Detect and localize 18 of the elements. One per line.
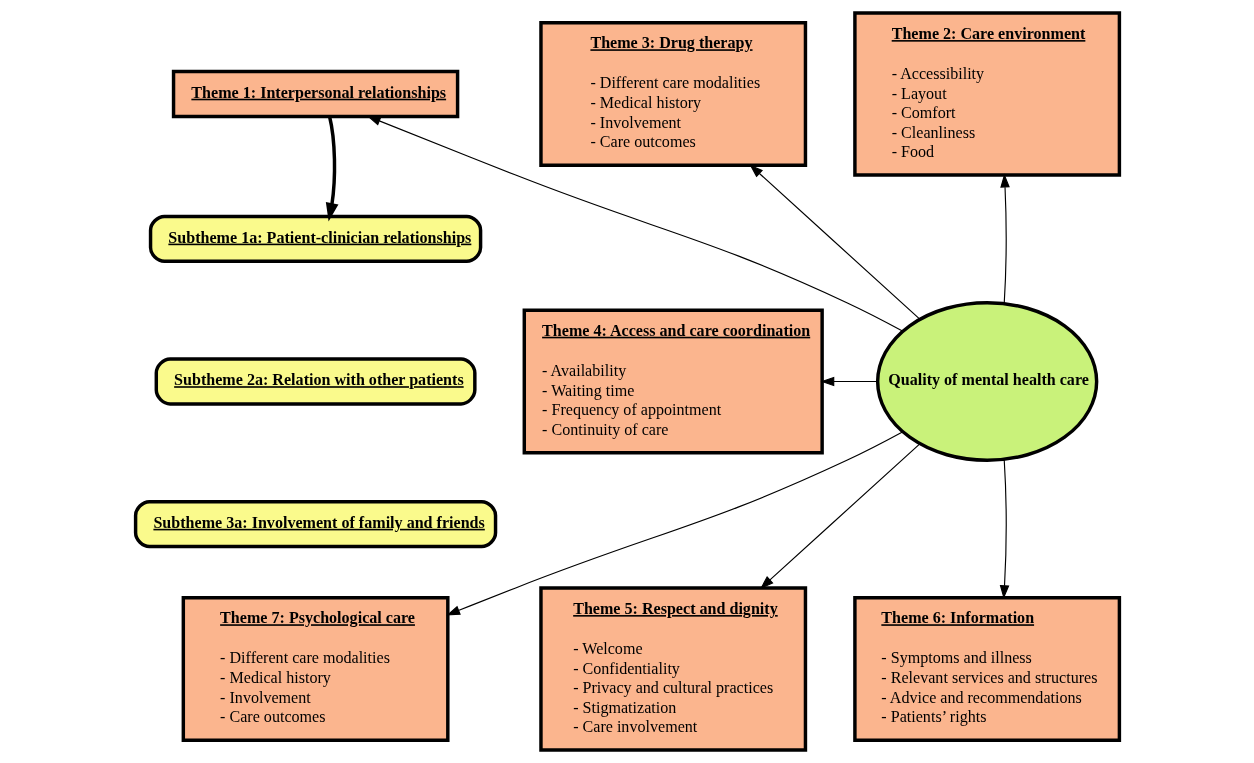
arrow	[749, 164, 920, 320]
node-box: Theme 7: Psychological care - Different care modalities - Medical history - Involvement - Care outcomes	[181, 595, 450, 742]
node-box: Theme 3: Drug therapy - Different care modalities - Medical history - Involvement - Care outcomes	[538, 21, 807, 168]
arrow	[999, 173, 1010, 304]
node-box: Theme 2: Care environment - Accessibility - Layout - Comfort - Cleanliness - Food	[852, 11, 1121, 177]
arrow	[325, 116, 338, 222]
node-ellipse: Quality of mental health care	[875, 301, 1098, 462]
node-box: Subtheme 3a: Involvement of family and friends	[133, 499, 497, 549]
node-box: Theme 5: Respect and dignity - Welcome - Confidentiality - Privacy and cultural practices - Stigmatization - Care involvement	[538, 586, 807, 752]
arrow	[819, 376, 878, 387]
node-box: Theme 1: Interpersonal relationships	[171, 69, 459, 119]
arrow	[366, 115, 903, 332]
arrow	[759, 443, 920, 589]
arrow	[999, 458, 1009, 599]
node-box: Theme 4: Access and care coordination - Availability - Waiting time - Frequency of appointment - Continuity of care	[522, 308, 824, 455]
node-box: Subtheme 1a: Patient-clinician relationships	[148, 214, 482, 264]
node-box: Subtheme 2a: Relation with other patients	[154, 357, 477, 406]
node-box: Theme 6: Information - Symptoms and illness - Relevant services and structures - Advice and recommendations - Patients’ rights	[852, 595, 1121, 742]
